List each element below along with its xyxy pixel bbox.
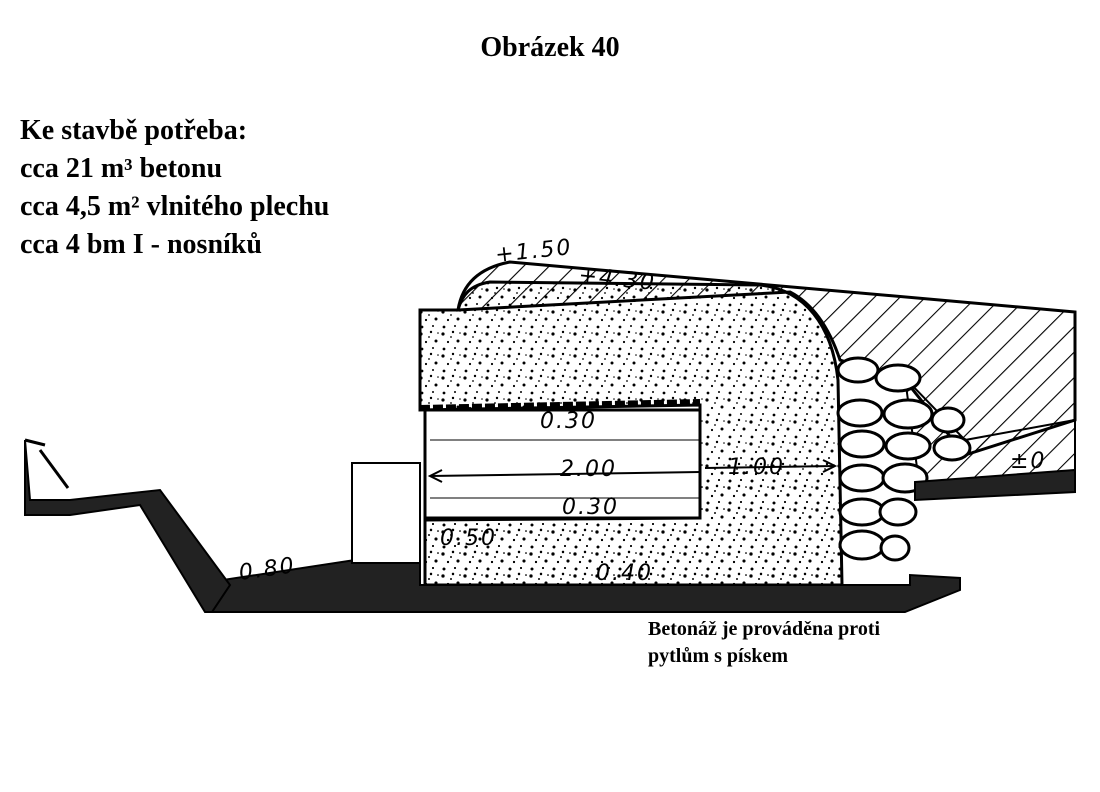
ceiling-sheet — [419, 399, 701, 411]
material-corrugated-sheet: cca 4,5 m² vlnitého plechu — [20, 191, 330, 222]
material-concrete: cca 21 m³ betonu — [20, 153, 223, 184]
materials-heading: Ke stavbě potřeba: — [20, 115, 248, 146]
dim-chamber-width: 2.00 — [560, 457, 617, 482]
figure-title: Obrázek 40 — [480, 32, 620, 63]
entrance — [351, 462, 421, 564]
dim-floor-slab: 0.30 — [562, 495, 619, 520]
materials-list: Ke stavbě potřeba: cca 21 m³ betonu cca … — [20, 112, 329, 264]
dim-ground-level: ±0 — [1010, 449, 1046, 474]
ground-right-strip — [914, 468, 1076, 502]
wall-arrow — [704, 465, 836, 469]
material-i-beams: cca 4 bm I - nosníků — [20, 229, 262, 260]
note-line-1: Betonáž je prováděna proti — [648, 618, 881, 640]
concrete-floor — [425, 470, 842, 585]
ground-left — [24, 439, 232, 613]
dim-bottom-slab: 0.50 — [440, 526, 497, 551]
width-arrow — [429, 471, 701, 477]
dim-top-cover: +1.50 — [494, 235, 574, 268]
dim-base: 0.40 — [596, 561, 653, 586]
dim-wall-thickness: 1.00 — [728, 455, 785, 480]
dim-roof-thickness: 0.30 — [540, 409, 597, 434]
sandbag-wall — [836, 356, 972, 562]
chamber — [423, 408, 702, 520]
note-line-2: pytlům s pískem — [648, 645, 789, 667]
construction-note: Betonáž je prováděna proti pytlům s písk… — [648, 616, 880, 670]
